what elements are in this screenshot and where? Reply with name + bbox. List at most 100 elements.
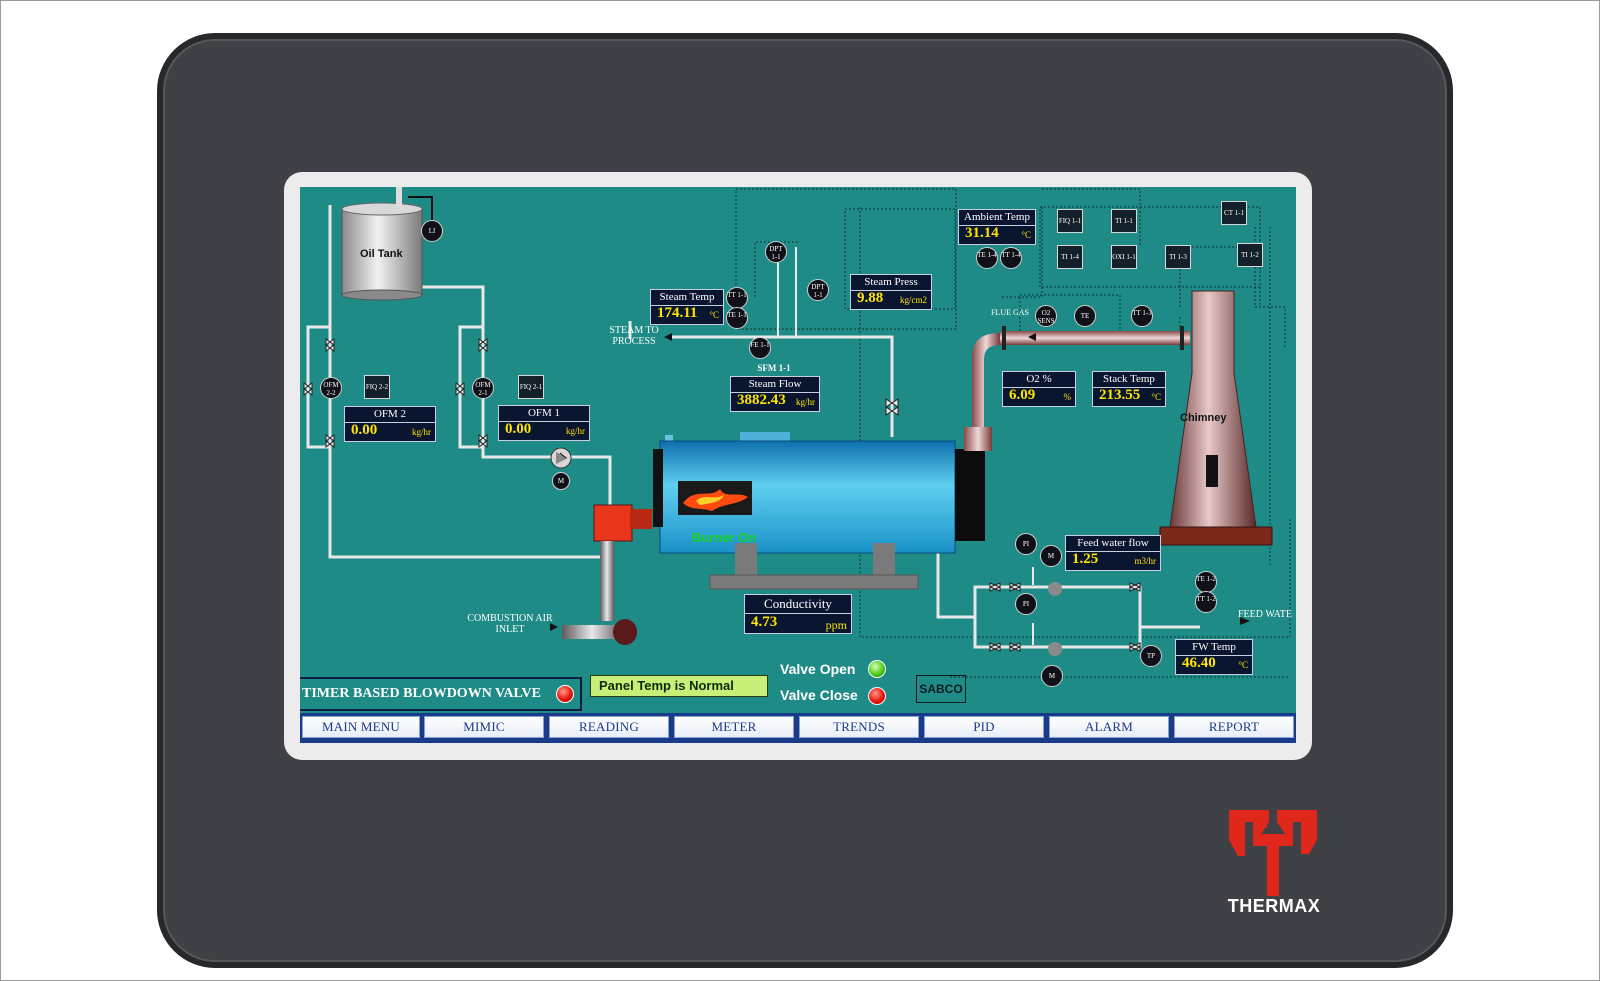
dpt-1-1-transmitter[interactable]: DPT 1-1 [807, 279, 829, 301]
flue-gas-label: FLUE GAS [990, 308, 1029, 317]
feed-water-flow-unit: m3/hr [1134, 556, 1157, 566]
pi-instrument-1[interactable]: PI [1015, 533, 1037, 555]
tt-1-4-instrument[interactable]: TT 1-4 [1000, 247, 1022, 269]
ambient-temp-unit: °C [1021, 230, 1031, 240]
ofm-2-1-instrument[interactable]: OFM 2-1 [472, 377, 494, 399]
panel-temp-status: Panel Temp is Normal [590, 675, 768, 697]
timer-blowdown-valve-label: TIMER BASED BLOWDOWN VALVE [300, 677, 582, 711]
ofm1-readout: OFM 1 0.00 kg/hr [498, 405, 590, 441]
steam-press-readout: Steam Press 9.88 kg/cm2 [850, 274, 932, 310]
o2-title: O2 % [1003, 372, 1075, 388]
pump-motor-m[interactable]: M [552, 472, 570, 490]
level-indicator-li[interactable]: LI [421, 220, 443, 242]
dpt-1-1-instrument[interactable]: DPT 1-1 [765, 241, 787, 263]
tp-instrument[interactable]: TP [1140, 645, 1162, 667]
valve-close-label: Valve Close [780, 687, 858, 703]
hmi-screen: Oil Tank STEAM TO PROCESS COMBUSTION AIR… [300, 187, 1296, 743]
motor-m-bottom[interactable]: M [1041, 665, 1063, 687]
ambient-temp-title: Ambient Temp [959, 210, 1035, 226]
fw-temp-value: 46.40 [1182, 655, 1216, 671]
oil-tank-label: Oil Tank [360, 248, 403, 260]
conductivity-readout: Conductivity 4.73 ppm [744, 594, 852, 634]
fw-temp-unit: °C [1238, 660, 1248, 670]
o2-sensor-instrument[interactable]: O2 SENS [1035, 305, 1057, 327]
ofm2-value: 0.00 [351, 422, 378, 438]
valve-close-lamp [868, 687, 886, 705]
ct-1-1-instrument[interactable]: CT 1-1 [1221, 201, 1247, 225]
nav-reading[interactable]: READING [549, 716, 669, 738]
feed-water-label: FEED WATE [1238, 609, 1292, 620]
ofm-2-2-instrument[interactable]: OFM 2-2 [320, 377, 342, 399]
nav-pid[interactable]: PID [924, 716, 1044, 738]
feed-water-flow-readout: Feed water flow 1.25 m3/hr [1065, 535, 1161, 571]
steam-flow-title: Steam Flow [731, 377, 819, 393]
stack-temp-value: 213.55 [1099, 387, 1141, 403]
stack-temp-readout: Stack Temp 213.55 °C [1092, 371, 1166, 407]
o2-value: 6.09 [1009, 387, 1036, 403]
combustion-air-inlet-label: COMBUSTION AIR INLET [467, 613, 553, 635]
stack-temp-unit: °C [1151, 392, 1161, 402]
ofm1-unit: kg/hr [566, 426, 585, 436]
fw-temp-title: FW Temp [1176, 640, 1252, 656]
conductivity-value: 4.73 [751, 614, 778, 630]
ambient-temp-value: 31.14 [965, 225, 999, 241]
ti-1-4-instrument[interactable]: TI 1-4 [1057, 245, 1083, 269]
conductivity-title: Conductivity [745, 595, 851, 614]
steam-to-process-label: STEAM TO PROCESS [609, 325, 659, 347]
feed-water-flow-title: Feed water flow [1066, 536, 1160, 552]
valve-open-label: Valve Open [780, 661, 856, 677]
tt-1-1-instrument[interactable]: TT 1-1 [726, 287, 748, 309]
nav-report[interactable]: REPORT [1174, 716, 1294, 738]
fiq-1-1-instrument[interactable]: FIQ 1-1 [1057, 209, 1083, 233]
bottom-nav-bar: MAIN MENU MIMIC READING METER TRENDS PID… [300, 713, 1296, 743]
thermax-logo-icon [1229, 810, 1317, 896]
ofm2-readout: OFM 2 0.00 kg/hr [344, 406, 436, 442]
ambient-temp-readout: Ambient Temp 31.14 °C [958, 209, 1036, 245]
steam-flow-value: 3882.43 [737, 392, 786, 408]
ti-1-3-instrument[interactable]: TI 1-3 [1165, 245, 1191, 269]
fiq-2-1-instrument[interactable]: FIQ 2-1 [518, 375, 544, 399]
steam-temp-title: Steam Temp [651, 290, 723, 306]
feed-water-flow-value: 1.25 [1072, 551, 1099, 567]
o2-unit: % [1063, 392, 1072, 402]
te-1-1-instrument[interactable]: TE 1-1 [726, 307, 748, 329]
process-mimic-diagram [303, 187, 1291, 678]
stack-temp-title: Stack Temp [1093, 372, 1165, 388]
valve-open-lamp [868, 660, 886, 678]
oxi-1-1-instrument[interactable]: OXI 1-1 [1111, 245, 1137, 269]
steam-flow-readout: Steam Flow 3882.43 kg/hr [730, 376, 820, 412]
ofm2-title: OFM 2 [345, 407, 435, 423]
te-instrument[interactable]: TE [1074, 305, 1096, 327]
nav-trends[interactable]: TRENDS [799, 716, 919, 738]
thermax-brand-name: THERMAX [1227, 896, 1321, 916]
te-1-4-instrument[interactable]: TE 1-4 [976, 247, 998, 269]
nav-mimic[interactable]: MIMIC [424, 716, 544, 738]
ti-1-2-instrument[interactable]: TI 1-2 [1237, 243, 1263, 267]
tt-1-3-instrument[interactable]: TT 1-3 [1131, 305, 1153, 327]
fe-1-1-instrument[interactable]: FE 1-1 [749, 337, 771, 359]
nav-meter[interactable]: METER [674, 716, 794, 738]
nav-alarm[interactable]: ALARM [1049, 716, 1169, 738]
fw-temp-readout: FW Temp 46.40 °C [1175, 639, 1253, 675]
steam-temp-readout: Steam Temp 174.11 °C [650, 289, 724, 325]
steam-press-value: 9.88 [857, 290, 884, 306]
ti-1-1-instrument[interactable]: TI 1-1 [1111, 209, 1137, 233]
sabco-button[interactable]: SABCO [916, 675, 966, 703]
steam-temp-unit: °C [709, 310, 719, 320]
sfm-label: SFM 1-1 [757, 363, 791, 373]
steam-temp-value: 174.11 [657, 305, 698, 321]
steam-press-unit: kg/cm2 [900, 295, 927, 305]
chimney-label: Chimney [1180, 412, 1227, 424]
te-1-2-instrument[interactable]: TE 1-2 [1195, 571, 1217, 593]
blowdown-valve-lamp [556, 685, 574, 703]
pi-instrument-2[interactable]: PI [1015, 593, 1037, 615]
steam-press-title: Steam Press [851, 275, 931, 291]
fiq-2-2-instrument[interactable]: FIQ 2-2 [364, 375, 390, 399]
ofm1-value: 0.00 [505, 421, 532, 437]
burner-on-indicator: Burner On [692, 530, 757, 545]
nav-main-menu[interactable]: MAIN MENU [302, 716, 420, 738]
motor-m-feedwater[interactable]: M [1040, 545, 1062, 567]
o2-readout: O2 % 6.09 % [1002, 371, 1076, 407]
ofm1-title: OFM 1 [499, 406, 589, 422]
tt-1-2-instrument[interactable]: TT 1-2 [1195, 591, 1217, 613]
